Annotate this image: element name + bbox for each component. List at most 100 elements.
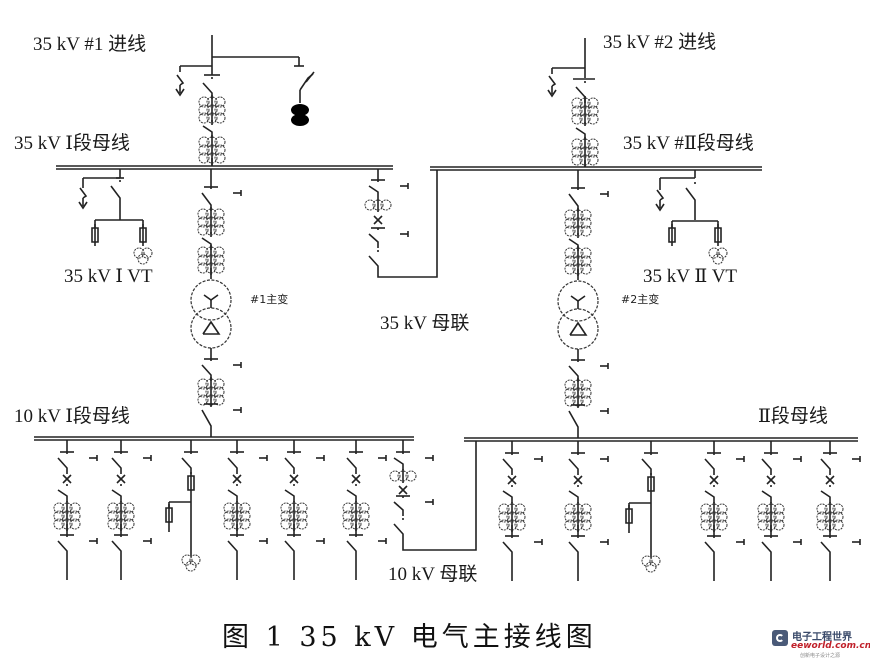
feeder-10kv-section-1	[280, 440, 325, 580]
vt-35kv-section-1	[78, 169, 153, 265]
incoming-line-1	[175, 35, 315, 166]
label-bus-tie-35kv: 35 kV 母联	[380, 313, 470, 334]
ground-icon	[78, 187, 88, 210]
feeder-10kv-section-2	[498, 441, 543, 581]
vt-10kv-section-1	[165, 440, 201, 572]
circuit-breaker-icon	[507, 475, 517, 485]
fuse-icon	[647, 473, 655, 495]
disconnector-switch-icon	[181, 451, 198, 474]
disconnector-switch-icon	[368, 179, 409, 198]
label-vt-35kv-1: 35 kV Ⅰ VT	[64, 266, 153, 287]
power-transformer-icon	[557, 280, 599, 350]
disconnector-switch-icon	[685, 182, 696, 206]
disconnector-switch-icon	[761, 452, 802, 475]
voltage-transformer-icon	[181, 554, 201, 572]
current-transformer-icon	[564, 378, 592, 408]
circuit-breaker-icon	[289, 474, 299, 484]
disconnector-switch-icon	[284, 484, 295, 502]
disconnector-switch-icon	[641, 452, 658, 475]
vt-35kv-section-2	[655, 170, 728, 265]
circuit-breaker-icon	[766, 475, 776, 485]
current-transformer-icon	[389, 469, 417, 483]
disconnector-switch-icon	[346, 484, 357, 502]
ground-icon	[175, 74, 185, 97]
disconnector-switch-icon	[368, 227, 409, 248]
disconnector-switch-icon	[227, 484, 238, 502]
disconnector-switch-icon	[704, 535, 745, 558]
current-transformer-icon	[197, 377, 225, 407]
disconnector-switch-icon	[568, 404, 609, 433]
vt-winding-icon	[291, 104, 309, 116]
disconnector-switch-icon	[202, 77, 213, 99]
feeder-10kv-section-1	[342, 440, 387, 580]
disconnector-switch-icon	[761, 535, 802, 558]
disconnector-switch-icon	[201, 358, 242, 381]
fuse-icon	[625, 505, 633, 527]
bus-tie-10kv	[389, 440, 477, 551]
disconnector-switch-icon	[761, 485, 772, 503]
current-transformer-icon	[364, 198, 392, 212]
bus-35kv-section-2	[430, 166, 762, 171]
bus-10kv-section-1	[34, 436, 414, 441]
disconnector-switch-icon	[110, 180, 121, 204]
power-transformer-icon	[190, 279, 232, 349]
circuit-breaker-icon	[398, 485, 408, 495]
disconnector-switch-icon	[111, 451, 152, 474]
watermark-name: 电子工程世界	[792, 632, 852, 643]
disconnector-switch-icon	[346, 451, 387, 474]
disconnector-switch-icon	[111, 484, 122, 502]
label-vt-35kv-2: 35 kV Ⅱ VT	[643, 266, 738, 287]
fuse-icon	[187, 472, 195, 494]
voltage-transformer-icon	[641, 555, 661, 573]
feeder-10kv-section-2	[757, 441, 802, 581]
disconnector-switch-icon	[568, 187, 609, 212]
feeder-10kv-section-2	[816, 441, 861, 581]
bus-tie-35kv	[364, 169, 438, 278]
watermark-domain: eeworld.com.cn	[791, 641, 870, 651]
circuit-breaker-icon	[373, 215, 383, 225]
voltage-transformer-icon	[133, 247, 153, 265]
incoming-line-2	[547, 38, 599, 167]
disconnector-switch-icon	[393, 495, 434, 516]
watermark-logo: 电子工程世界 eeworld.com.cn 创新电子设计之源	[772, 626, 870, 660]
disconnector-switch-icon	[704, 452, 745, 475]
disconnector-switch-icon	[502, 485, 513, 503]
main-transformer-1-bay	[190, 169, 242, 437]
disconnector-switch-icon	[568, 485, 579, 503]
feeder-10kv-section-1	[107, 440, 152, 580]
fuse-icon	[165, 504, 173, 526]
label-bus-35kv-2: 35 kV #Ⅱ段母线	[623, 133, 754, 154]
feeder-10kv-section-1	[53, 440, 98, 580]
disconnector-switch-icon	[502, 452, 543, 475]
feeder-10kv-section-2	[564, 441, 609, 581]
label-incoming-line-1: 35 kV #1 进线	[33, 34, 147, 55]
disconnector-switch-icon	[284, 451, 325, 474]
disconnector-switch-icon	[57, 451, 98, 474]
label-transformer-2: #2主变	[621, 293, 660, 306]
disconnector-switch-icon	[820, 485, 831, 503]
vt-10kv-section-2	[625, 441, 661, 573]
ground-icon	[655, 189, 665, 212]
label-bus-10kv-2: Ⅱ段母线	[758, 406, 828, 427]
current-transformer-icon	[498, 502, 526, 532]
disconnector-switch-icon	[820, 535, 861, 558]
main-transformer-2-bay	[557, 170, 609, 438]
disconnector-switch-icon	[568, 452, 609, 475]
current-transformer-icon	[564, 502, 592, 532]
voltage-transformer-icon	[708, 247, 728, 265]
eeworld-logo-icon	[772, 630, 788, 646]
disconnector-switch-icon	[57, 534, 98, 557]
feeder-10kv-section-2	[700, 441, 745, 581]
circuit-breaker-icon	[573, 475, 583, 485]
label-bus-35kv-1: 35 kV Ⅰ段母线	[14, 133, 130, 154]
label-bus-10kv-1: 10 kV Ⅰ段母线	[14, 406, 130, 427]
disconnector-switch-icon	[201, 403, 242, 432]
ground-icon	[547, 75, 557, 98]
disconnector-switch-icon	[201, 186, 242, 211]
current-transformer-icon	[342, 501, 370, 531]
watermark-slogan: 创新电子设计之源	[800, 653, 841, 659]
circuit-breaker-icon	[825, 475, 835, 485]
figure-caption: 图 1 35 kV 电气主接线图	[222, 622, 597, 653]
fuse-icon	[668, 224, 676, 246]
